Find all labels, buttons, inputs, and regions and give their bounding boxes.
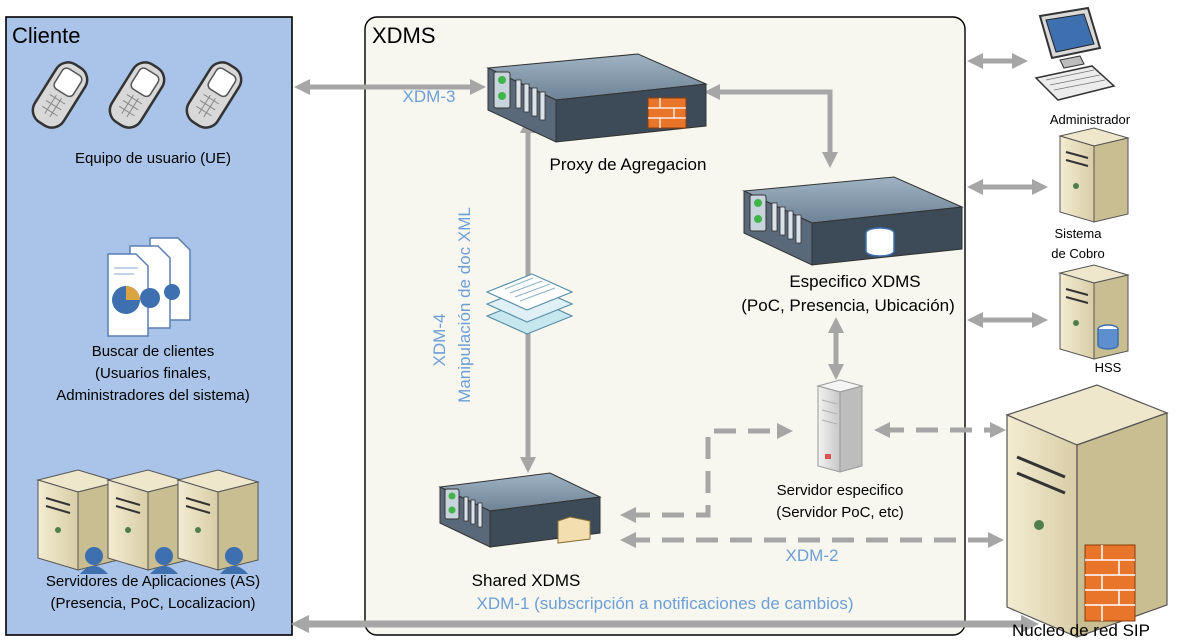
specific-xdms-server-icon bbox=[742, 176, 964, 266]
dashed-arrows bbox=[619, 421, 1007, 549]
server-label-line1: Servidor especifico bbox=[777, 482, 904, 499]
xdm4-label-line1: XDM-4 bbox=[430, 314, 449, 367]
shared-label: Shared XDMS bbox=[472, 571, 581, 590]
as-label-line2: (Presencia, PoC, Localizacion) bbox=[50, 595, 255, 612]
app-server-icon bbox=[36, 469, 120, 574]
arrow-proxy-specific bbox=[703, 83, 839, 169]
sip-core-server-icon bbox=[1005, 384, 1169, 638]
xdm1-label: XDM-1 (subscripción a notificaciones de … bbox=[477, 594, 854, 613]
xdm3-label: XDM-3 bbox=[403, 87, 456, 106]
ue-label: Equipo de usuario (UE) bbox=[75, 150, 231, 167]
shared-xdms-server-icon bbox=[438, 472, 602, 548]
phone-icon bbox=[108, 61, 166, 129]
hss-server-icon bbox=[1058, 264, 1130, 360]
xdms-title: XDMS bbox=[372, 23, 436, 48]
xml-documents-icon bbox=[485, 273, 574, 335]
computer-icon bbox=[1034, 6, 1116, 101]
phone-icon bbox=[185, 61, 243, 129]
app-server-icon bbox=[106, 469, 190, 574]
xdm4-label-line2: Manipulación de doc XML bbox=[455, 207, 474, 403]
clients-label-line2: (Usuarios finales, bbox=[95, 365, 211, 382]
clients-label-line3: Administradores del sistema) bbox=[56, 387, 249, 404]
specific-label-line2: (PoC, Presencia, Ubicación) bbox=[741, 296, 955, 315]
admin-label: Administrador bbox=[1050, 112, 1131, 127]
arrow-shared-server bbox=[619, 422, 794, 524]
specific-label-line1: Especifico XDMS bbox=[789, 272, 920, 291]
billing-server-icon bbox=[1058, 127, 1130, 223]
hss-label: HSS bbox=[1095, 360, 1122, 375]
xdm2-label: XDM-2 bbox=[786, 546, 839, 565]
proxy-label: Proxy de Agregacion bbox=[550, 155, 707, 174]
as-label-line1: Servidores de Aplicaciones (AS) bbox=[46, 573, 260, 590]
sip-core-label: Nucleo de red SIP bbox=[1012, 621, 1150, 640]
billing-label-line1: Sistema bbox=[1055, 226, 1103, 241]
billing-label-line2: de Cobro bbox=[1051, 246, 1104, 261]
phone-icon bbox=[31, 61, 89, 129]
cliente-title: Cliente bbox=[12, 23, 80, 48]
clients-label-line1: Buscar de clientes bbox=[92, 343, 215, 360]
server-label-line2: (Servidor PoC, etc) bbox=[776, 504, 904, 521]
report-documents-icon bbox=[107, 237, 191, 337]
app-server-icon bbox=[176, 469, 260, 574]
specific-server-icon bbox=[816, 379, 864, 473]
proxy-server-icon bbox=[486, 53, 708, 143]
